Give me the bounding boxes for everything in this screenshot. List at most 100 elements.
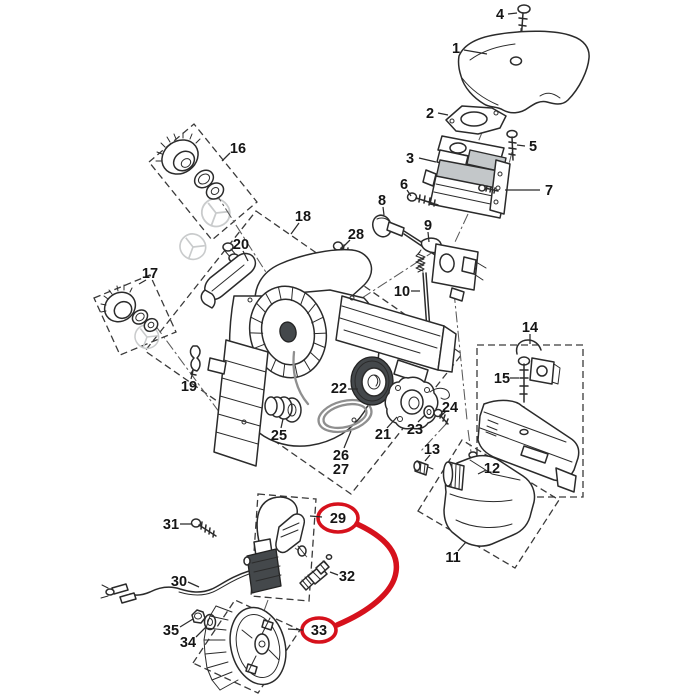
leader-line-23 [417,414,426,423]
leader-line-29 [309,515,323,518]
callout-34: 34 [180,635,196,651]
callout-10: 10 [394,284,410,300]
part-33-flywheel [203,605,287,691]
callout-3: 3 [406,151,414,167]
leader-line-3 [418,157,437,163]
part-3-airbox [422,135,511,219]
leader-line-1 [463,49,488,55]
callout-19: 19 [181,379,197,395]
callout-17: 17 [142,266,158,282]
leader-line-11 [457,541,467,552]
callout-26: 26 [333,448,349,464]
leader-line-25 [280,418,284,429]
ghost-watermarks [134,197,231,350]
leader-line-2 [437,112,449,116]
callout-4: 4 [496,7,504,23]
part-16-fuel-cap [155,132,225,200]
part-23-washer [423,405,435,419]
callout-6: 6 [400,177,408,193]
callout-22: 22 [331,381,347,397]
callout-16: 16 [230,141,246,157]
fan-opening [248,285,328,379]
leader-line-20 [242,250,249,262]
callout-35: 35 [163,623,179,639]
leader-line-26 [343,430,352,449]
part-7-screw [478,184,499,194]
part-11-fuel-tank [442,454,536,547]
leader-line-6 [406,189,412,197]
part-14-muffler-body [477,399,580,493]
part-32-spark-plug [299,554,333,591]
callout-13: 13 [424,442,440,458]
ghost-logo-18 [179,233,207,261]
callout-24: 24 [442,400,458,416]
callout-2: 2 [426,106,434,122]
ghost-logo-16 [200,197,231,228]
leader-line-35 [179,618,194,628]
part-2-plate [445,105,507,135]
group-box-18 [144,210,463,495]
leader-line-32 [329,571,339,576]
part-17-fuel-cap [100,284,159,333]
leader-line-8 [382,206,385,216]
callout-1: 1 [452,41,460,57]
part-19-clip [189,345,201,376]
part-25-bushing [264,396,302,423]
part-24-screw [433,408,449,425]
callout-32: 32 [339,569,355,585]
part-1-top-cover [457,30,590,114]
callout-18: 18 [295,209,311,225]
callout-33: 33 [311,623,327,639]
part-29-ignition-coil [243,496,307,594]
part-8-choke-knob [371,214,405,238]
callout-27: 27 [333,462,349,478]
callout-25: 25 [271,428,287,444]
leader-line-24 [440,410,447,417]
callout-11: 11 [445,550,460,566]
leader-line-30 [187,581,200,588]
part-30-wires [100,570,250,604]
part-13-fitting [413,460,434,476]
part-31-screw [190,518,217,538]
leader-line-13 [424,454,431,462]
leader-line-18 [290,222,300,235]
leader-line-12 [477,469,487,475]
part-22-rope-rotor [350,356,394,406]
callout-20: 20 [233,237,249,253]
group-box-17 [93,274,177,356]
group-box-29 [250,493,317,602]
callout-21: 21 [375,427,391,443]
callout-8: 8 [378,193,386,209]
leader-line-17 [138,279,147,285]
leader-line-4 [507,12,518,15]
leader-line-34 [195,626,207,638]
leader-line-9 [427,231,430,243]
highlight-curve [334,521,400,628]
part-5-screw [506,129,518,161]
callout-31: 31 [163,517,179,533]
group-box-16 [148,123,258,241]
callout-14: 14 [522,320,538,336]
callout-28: 28 [348,227,364,243]
part-4-screw [517,4,531,43]
part-9-throttle-linkage [403,230,487,302]
leader-line-19 [190,370,194,380]
leader-line-33 [287,628,304,631]
callout-15: 15 [494,371,510,387]
leader-line-16 [221,152,231,162]
part-35-nut [191,609,206,624]
callout-5: 5 [529,139,537,155]
callout-12: 12 [484,461,500,477]
callout-30: 30 [171,574,187,590]
callout-9: 9 [424,218,432,234]
part-6-screw [406,192,439,207]
callout-23: 23 [407,422,423,438]
callout-29: 29 [330,511,346,527]
leader-line-21 [386,416,398,429]
part-15-screw [517,356,531,403]
callout-7: 7 [545,183,553,199]
leader-line-5 [516,144,526,147]
part-14-bracket [515,339,561,385]
